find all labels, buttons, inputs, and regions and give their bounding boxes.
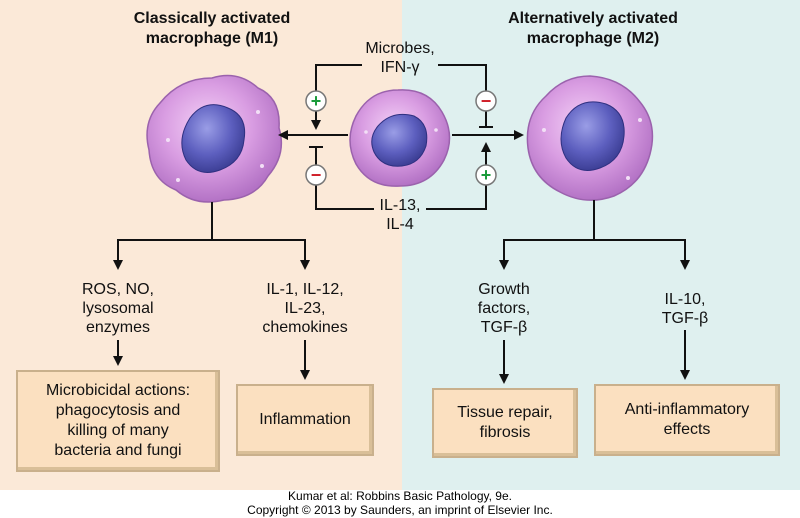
svg-text:−: − bbox=[481, 91, 492, 111]
minus-sign-icon: − bbox=[305, 164, 327, 186]
svg-text:+: + bbox=[311, 91, 322, 111]
m1-title: Classically activated macrophage (M1) bbox=[133, 10, 291, 47]
effect-inflammation-box: Inflammation bbox=[236, 384, 374, 456]
effect-anti-inflammatory-box: Anti-inflammatory effects bbox=[594, 384, 780, 456]
minus-sign-icon: − bbox=[475, 90, 497, 112]
svg-text:−: − bbox=[311, 165, 322, 185]
mediator-ros-no-enzymes: ROS, NO, lysosomal enzymes bbox=[81, 281, 154, 336]
resting-macrophage-cell bbox=[349, 89, 451, 187]
plus-sign-icon: + bbox=[305, 90, 327, 112]
m2-title: Alternatively activated macrophage (M2) bbox=[508, 10, 678, 47]
citation-line: Kumar et al: Robbins Basic Pathology, 9e… bbox=[288, 489, 512, 503]
mediator-il1-il12-il23: IL-1, IL-12, IL-23, chemokines bbox=[262, 281, 348, 336]
mediator-growth-factors: Growth factors, TGF-β bbox=[477, 281, 531, 336]
mediator-il10-tgf-beta: IL-10, TGF-β bbox=[661, 291, 709, 327]
copyright-line: Copyright © 2013 by Saunders, an imprint… bbox=[247, 503, 553, 517]
m1-macrophage-cell bbox=[146, 74, 283, 203]
stimulus-microbes-ifn-gamma: Microbes, IFN-γ bbox=[365, 40, 435, 76]
effect-microbicidal-box: Microbicidal actions: phagocytosis and k… bbox=[16, 370, 220, 472]
stimulus-il13-il4: IL-13, IL-4 bbox=[379, 197, 421, 233]
m2-branch-lines bbox=[499, 200, 690, 384]
m2-macrophage-cell bbox=[526, 75, 654, 201]
m1-branch-lines bbox=[113, 202, 310, 380]
effect-tissue-repair-box: Tissue repair, fibrosis bbox=[432, 388, 578, 458]
plus-sign-icon: + bbox=[475, 164, 497, 186]
svg-text:+: + bbox=[481, 165, 492, 185]
